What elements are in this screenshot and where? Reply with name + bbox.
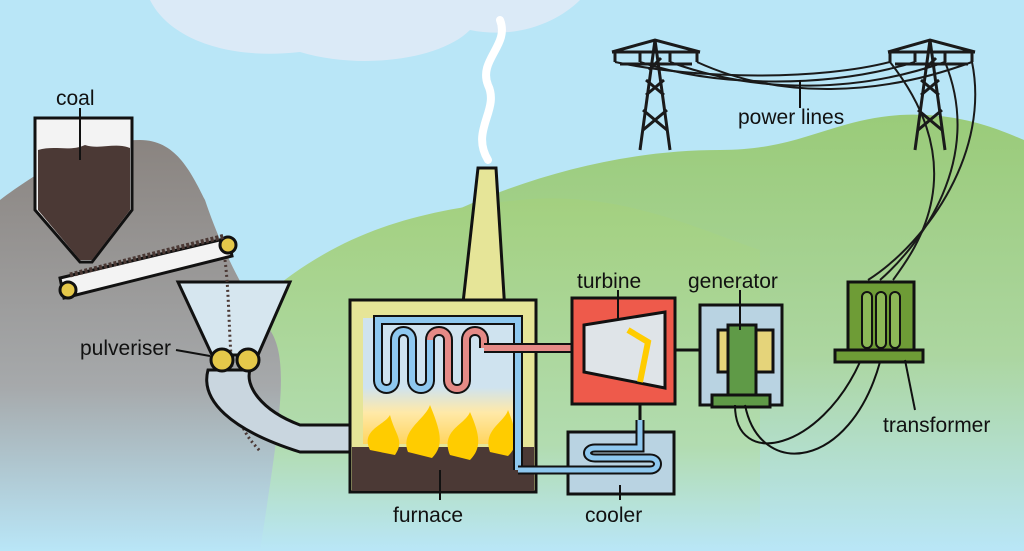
label-pulveriser: pulveriser — [80, 337, 172, 360]
label-generator: generator — [688, 270, 778, 293]
power-line-cables — [614, 61, 977, 281]
label-transformer: transformer — [883, 414, 991, 437]
coal-silo — [33, 116, 134, 264]
transformer — [833, 280, 925, 364]
cooler — [518, 404, 676, 496]
label-furnace: furnace — [393, 504, 464, 527]
turbine — [570, 296, 677, 406]
label-power-lines: power lines — [738, 106, 845, 129]
steam-pipe-coil — [427, 328, 487, 392]
leader-lines — [79, 80, 916, 500]
pulveriser — [175, 259, 352, 454]
label-coal: coal — [56, 87, 95, 110]
pylon-left — [611, 38, 701, 151]
water-pipe — [375, 317, 521, 470]
generator-cables — [734, 361, 881, 455]
label-cooler: cooler — [585, 504, 643, 527]
cloud — [150, 0, 580, 61]
label-turbine: turbine — [577, 270, 642, 293]
conveyor-belt — [58, 233, 238, 300]
